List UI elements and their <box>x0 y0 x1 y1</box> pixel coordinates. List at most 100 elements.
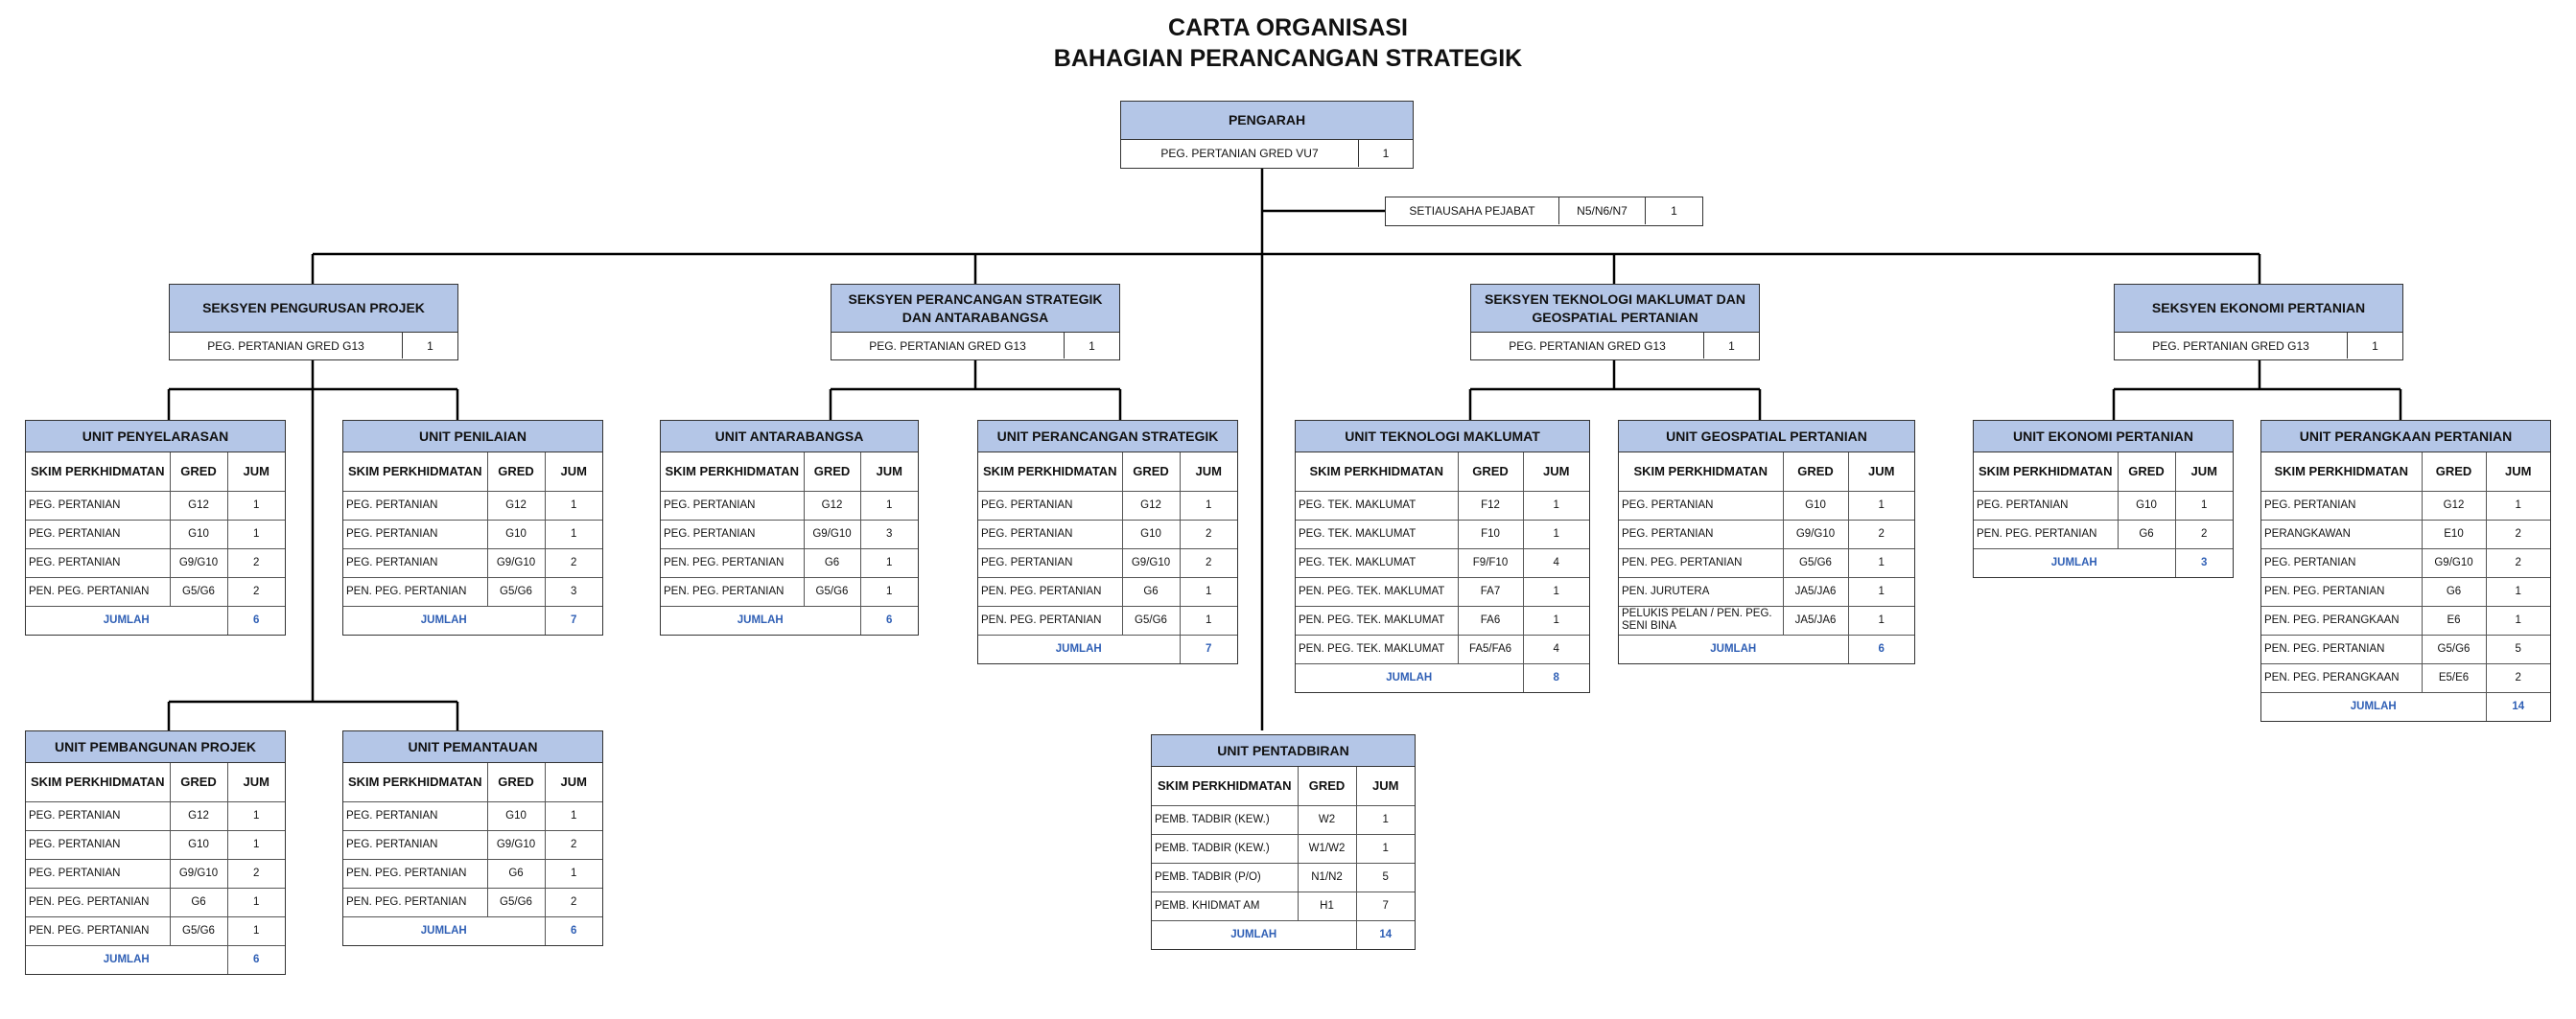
cell-skim: PEN. PEG. PERTANIAN <box>2261 576 2423 607</box>
cell-gred: G6 <box>2421 576 2487 607</box>
cell-jum: 1 <box>544 490 602 521</box>
unit-title: UNIT ANTARABANGSA <box>661 421 918 452</box>
cell-jum: 4 <box>1522 547 1589 578</box>
cell-gred: FA7 <box>1457 576 1524 607</box>
cell-gred: G5/G6 <box>169 576 228 607</box>
total-label: JUMLAH <box>1296 662 1524 692</box>
cell-jum: 1 <box>544 800 602 831</box>
unit-title: UNIT EKONOMI PERTANIAN <box>1974 421 2233 452</box>
col-header-skim: SKIM PERKHIDMATAN <box>2261 452 2423 492</box>
cell-gred: G9/G10 <box>169 858 228 889</box>
col-header-skim: SKIM PERKHIDMATAN <box>26 452 171 492</box>
cell-skim: PEN. PEG. PERTANIAN <box>978 576 1123 607</box>
cell-jum: 1 <box>1522 490 1589 521</box>
cell-jum: 1 <box>1522 576 1589 607</box>
cell-jum: 2 <box>2485 547 2550 578</box>
col-header-skim: SKIM PERKHIDMATAN <box>1974 452 2119 492</box>
cell-skim: PEG. TEK. MAKLUMAT <box>1296 490 1459 521</box>
seksyen-count: 1 <box>1703 333 1759 359</box>
cell-skim: PEN. PEG. PERTANIAN <box>26 915 171 946</box>
cell-gred: H1 <box>1297 891 1357 921</box>
cell-gred: W2 <box>1297 804 1357 835</box>
cell-jum: 1 <box>859 576 918 607</box>
unit-title: UNIT PENYELARASAN <box>26 421 285 452</box>
cell-jum: 1 <box>544 519 602 549</box>
cell-gred: G9/G10 <box>2421 547 2487 578</box>
seksyen-ekonomi-pertanian-box: SEKSYEN EKONOMI PERTANIAN PEG. PERTANIAN… <box>2114 284 2403 360</box>
total-value: 6 <box>1847 634 1914 663</box>
cell-skim: PEG. PERTANIAN <box>2261 547 2423 578</box>
col-header-gred: GRED <box>486 763 546 802</box>
cell-gred: F12 <box>1457 490 1524 521</box>
total-value: 6 <box>226 944 285 974</box>
cell-jum: 2 <box>544 887 602 917</box>
total-value: 6 <box>544 915 602 945</box>
cell-jum: 1 <box>226 829 285 860</box>
cell-gred: E10 <box>2421 519 2487 549</box>
seksyen-pengurusan-projek-box: SEKSYEN PENGURUSAN PROJEK PEG. PERTANIAN… <box>169 284 458 360</box>
cell-skim: PEG. PERTANIAN <box>2261 490 2423 521</box>
col-header-jum: JUM <box>226 452 285 492</box>
cell-jum: 1 <box>1847 490 1914 521</box>
col-header-gred: GRED <box>2117 452 2176 492</box>
cell-skim: PEN. PEG. PERTANIAN <box>343 576 488 607</box>
cell-jum: 2 <box>544 829 602 860</box>
total-label: JUMLAH <box>1152 919 1357 949</box>
cell-skim: PEG. PERTANIAN <box>26 547 171 578</box>
total-label: JUMLAH <box>661 605 861 635</box>
cell-skim: PEN. PEG. PERTANIAN <box>661 576 805 607</box>
cell-skim: PEMB. KHIDMAT AM <box>1152 891 1299 921</box>
cell-jum: 4 <box>1522 634 1589 664</box>
total-label: JUMLAH <box>978 634 1181 663</box>
cell-jum: 2 <box>226 858 285 889</box>
cell-gred: G5/G6 <box>169 915 228 946</box>
cell-gred: FA6 <box>1457 605 1524 636</box>
cell-gred: G9/G10 <box>169 547 228 578</box>
col-header-jum: JUM <box>1355 767 1415 806</box>
col-header-gred: GRED <box>486 452 546 492</box>
cell-skim: PEMB. TADBIR (KEW.) <box>1152 833 1299 864</box>
seksyen-title: SEKSYEN TEKNOLOGI MAKLUMAT DAN GEOSPATIA… <box>1471 285 1759 333</box>
cell-jum: 5 <box>2485 634 2550 664</box>
cell-jum: 1 <box>226 887 285 917</box>
cell-gred: G10 <box>169 829 228 860</box>
col-header-skim: SKIM PERKHIDMATAN <box>343 452 488 492</box>
cell-skim: PEG. PERTANIAN <box>26 519 171 549</box>
col-header-gred: GRED <box>803 452 861 492</box>
cell-skim: PEN. JURUTERA <box>1619 576 1784 607</box>
cell-jum: 1 <box>1847 547 1914 578</box>
cell-skim: PEG. PERTANIAN <box>343 519 488 549</box>
cell-gred: G9/G10 <box>486 829 546 860</box>
col-header-gred: GRED <box>1121 452 1181 492</box>
chart-title-line1: CARTA ORGANISASI <box>1168 14 1408 41</box>
total-value: 8 <box>1522 662 1589 692</box>
cell-gred: E5/E6 <box>2421 662 2487 693</box>
unit-title: UNIT PENILAIAN <box>343 421 602 452</box>
total-label: JUMLAH <box>26 944 228 974</box>
